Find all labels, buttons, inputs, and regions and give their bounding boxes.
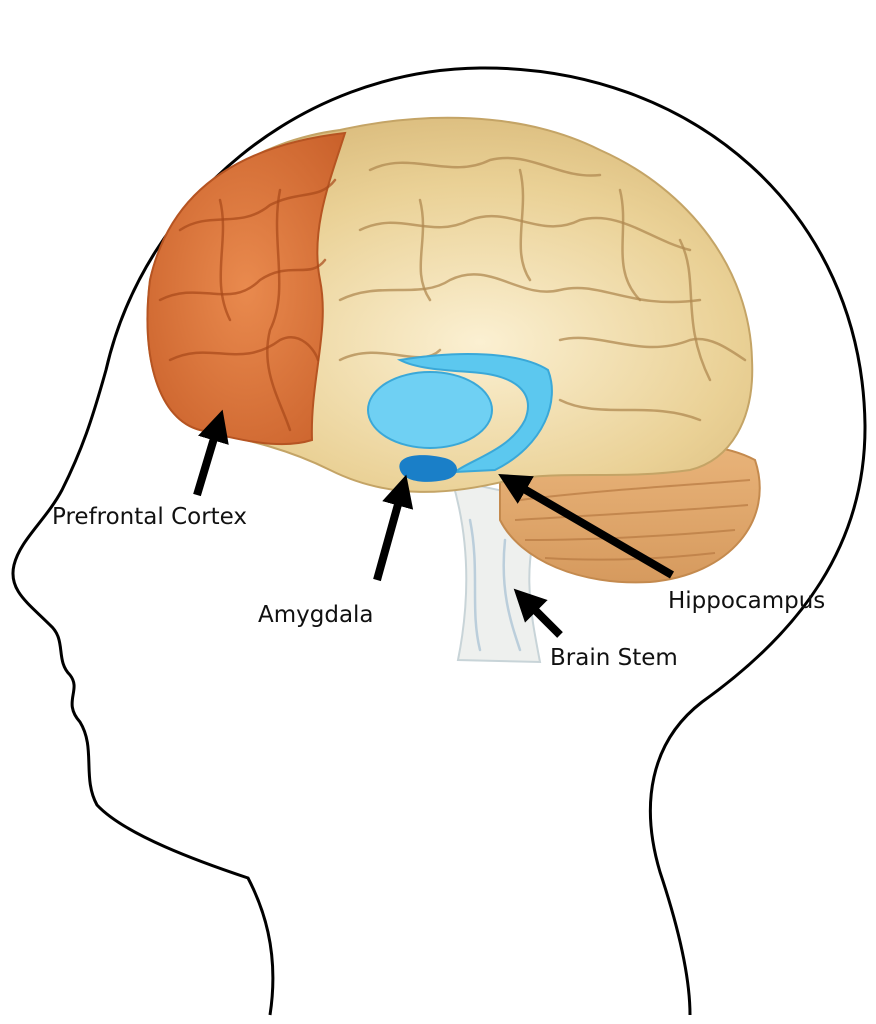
head-outline [11,66,867,1016]
amygdala [399,455,458,482]
arrows [193,409,675,638]
prefrontal-arrow [193,409,229,497]
hippocampus [396,353,553,474]
hippocampus-arrow [498,473,675,579]
hippocampus-body [367,371,493,449]
cortex-gyri [158,156,747,432]
label-hippocampus: Hippocampus [668,588,825,614]
label-amygdala: Amygdala [258,602,374,628]
label-prefrontal-cortex: Prefrontal Cortex [52,504,247,530]
label-brain-stem: Brain Stem [550,645,678,671]
brain-stem-arrow [513,588,563,638]
amygdala-arrow [373,474,414,582]
